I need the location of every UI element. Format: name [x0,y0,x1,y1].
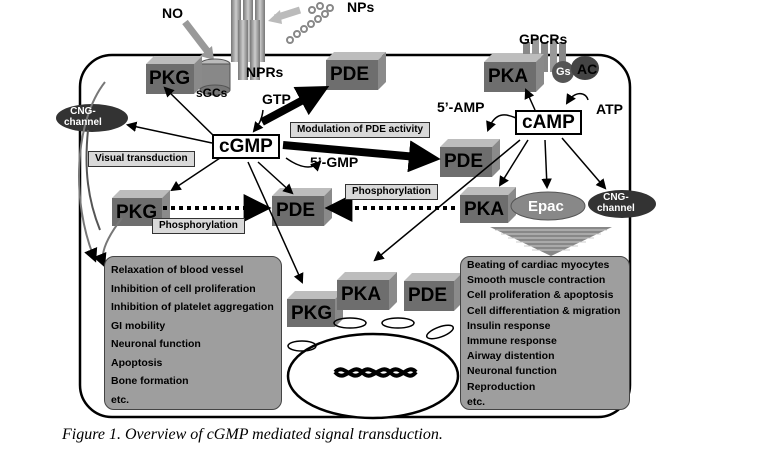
effect-item: Inhibition of platelet aggregation [111,301,274,313]
figure-caption: Figure 1. Overview of cGMP mediated sign… [62,426,443,443]
five-gmp-label: 5’-GMP [310,154,359,170]
effect-item: Bone formation [111,375,189,387]
nucleus-pores [287,317,455,352]
gs-label: Gs [556,66,571,78]
pde-nucleus-cube [404,273,462,311]
pka-top-label: PKA [488,66,529,87]
cng-channel-left-label: CNG- channel [64,106,102,128]
effect-item: Immune response [467,334,557,347]
no-arrow [182,19,211,55]
cgmp-to-cng-arrow [125,121,213,144]
phosphorylation-left-tag: Phosphorylation [152,218,245,234]
pde-nucleus-label: PDE [408,285,448,306]
camp-node: cAMP [515,110,582,135]
modulation-tag: Modulation of PDE activity [290,122,431,138]
pka-right-cube [460,187,516,223]
effect-item: Apoptosis [111,356,163,369]
pde-center-label: PDE [276,200,316,221]
pka-right-label: PKA [464,199,505,220]
cgmp-to-pde-mid-arrow [282,140,441,173]
cgmp-to-pde-center-arrow [257,161,294,195]
pkg-to-effects-curve [77,81,106,263]
cgmp-to-pkg-arrow [163,86,219,141]
np-peptide-chain [286,2,334,44]
pde-mid-label: PDE [444,151,484,172]
effect-item: Cell proliferation & apoptosis [467,289,614,302]
effect-item: etc. [467,395,486,408]
pde-center-cube [272,188,332,226]
cgmp-node: cGMP [212,134,280,159]
camp-to-cng-arrow [561,137,607,190]
sgc-label: sGCs [196,86,228,100]
sgc-enzyme [199,58,231,96]
npr-receptor [231,0,265,80]
no-label: NO [162,5,183,21]
effect-item: Neuronal function [111,338,201,350]
visual-transduction-tag: Visual transduction [88,151,195,167]
gs-ac-complex [552,56,599,83]
pkg-nucleus-label: PKG [291,303,333,324]
five-amp-label: 5’-AMP [437,99,485,115]
five-gmp-arrow [285,157,322,172]
ac-label: AC [577,61,598,77]
effect-item: Beating of cardiac myocytes [467,259,610,271]
pka-nucleus-cube [337,272,397,310]
pkg-top-label: PKG [149,68,191,89]
effect-item: Relaxation of blood vessel [111,264,244,276]
pka-top-cube [484,54,544,92]
phosphorylation-right-tag: Phosphorylation [345,184,438,200]
effect-item: Cell differentiation & migration [467,304,621,317]
camp-to-nucleus-arrow [373,139,521,262]
visual-transduction-arrow [85,129,101,231]
cng-channel-left [56,104,128,132]
atp-label: ATP [596,101,623,117]
camp-to-pka-right-arrow [498,139,529,187]
pde-top-label: PDE [330,64,370,85]
effect-item: etc. [111,393,130,406]
pkg-left-label: PKG [116,202,158,223]
cgmp-to-pde-top-arrow [260,85,330,126]
nps-label: NPs [347,0,375,15]
effect-item: Neuronal function [467,365,557,378]
gpcr-label: GPCRs [519,31,568,47]
cgmp-to-nucleus-arrow [247,161,304,284]
dna-icon [333,367,418,378]
camp-effects-funnel [490,227,612,256]
epac-protein [510,191,586,221]
cgmp-to-pkg-left-arrow [170,157,221,192]
camp-to-epac-arrow [541,139,552,190]
pka-nucleus-label: PKA [341,284,382,305]
effect-item: Airway distention [467,350,555,363]
pde-mid-cube [440,139,500,177]
effect-item: Insulin response [467,319,551,332]
effect-item: GI mobility [111,319,166,332]
gtp-label: GTP [262,91,291,107]
npr-label: NPRs [246,64,284,80]
gtp-arrow [252,109,264,133]
epac-label: Epac [528,198,564,215]
cng-channel-right-label: CNG- channel [597,192,635,214]
effect-item: Reproduction [467,380,536,393]
pkg-left-cube [112,190,170,226]
effect-item: Smooth muscle contraction [467,274,606,287]
camp-to-pka-top-arrow [524,88,536,111]
pde-top-cube [326,52,386,90]
atp-arrow [565,92,589,105]
pkg-left-to-effects-curve [93,217,123,268]
cng-channel-right [588,190,656,218]
effect-item: Inhibition of cell proliferation [111,282,256,295]
